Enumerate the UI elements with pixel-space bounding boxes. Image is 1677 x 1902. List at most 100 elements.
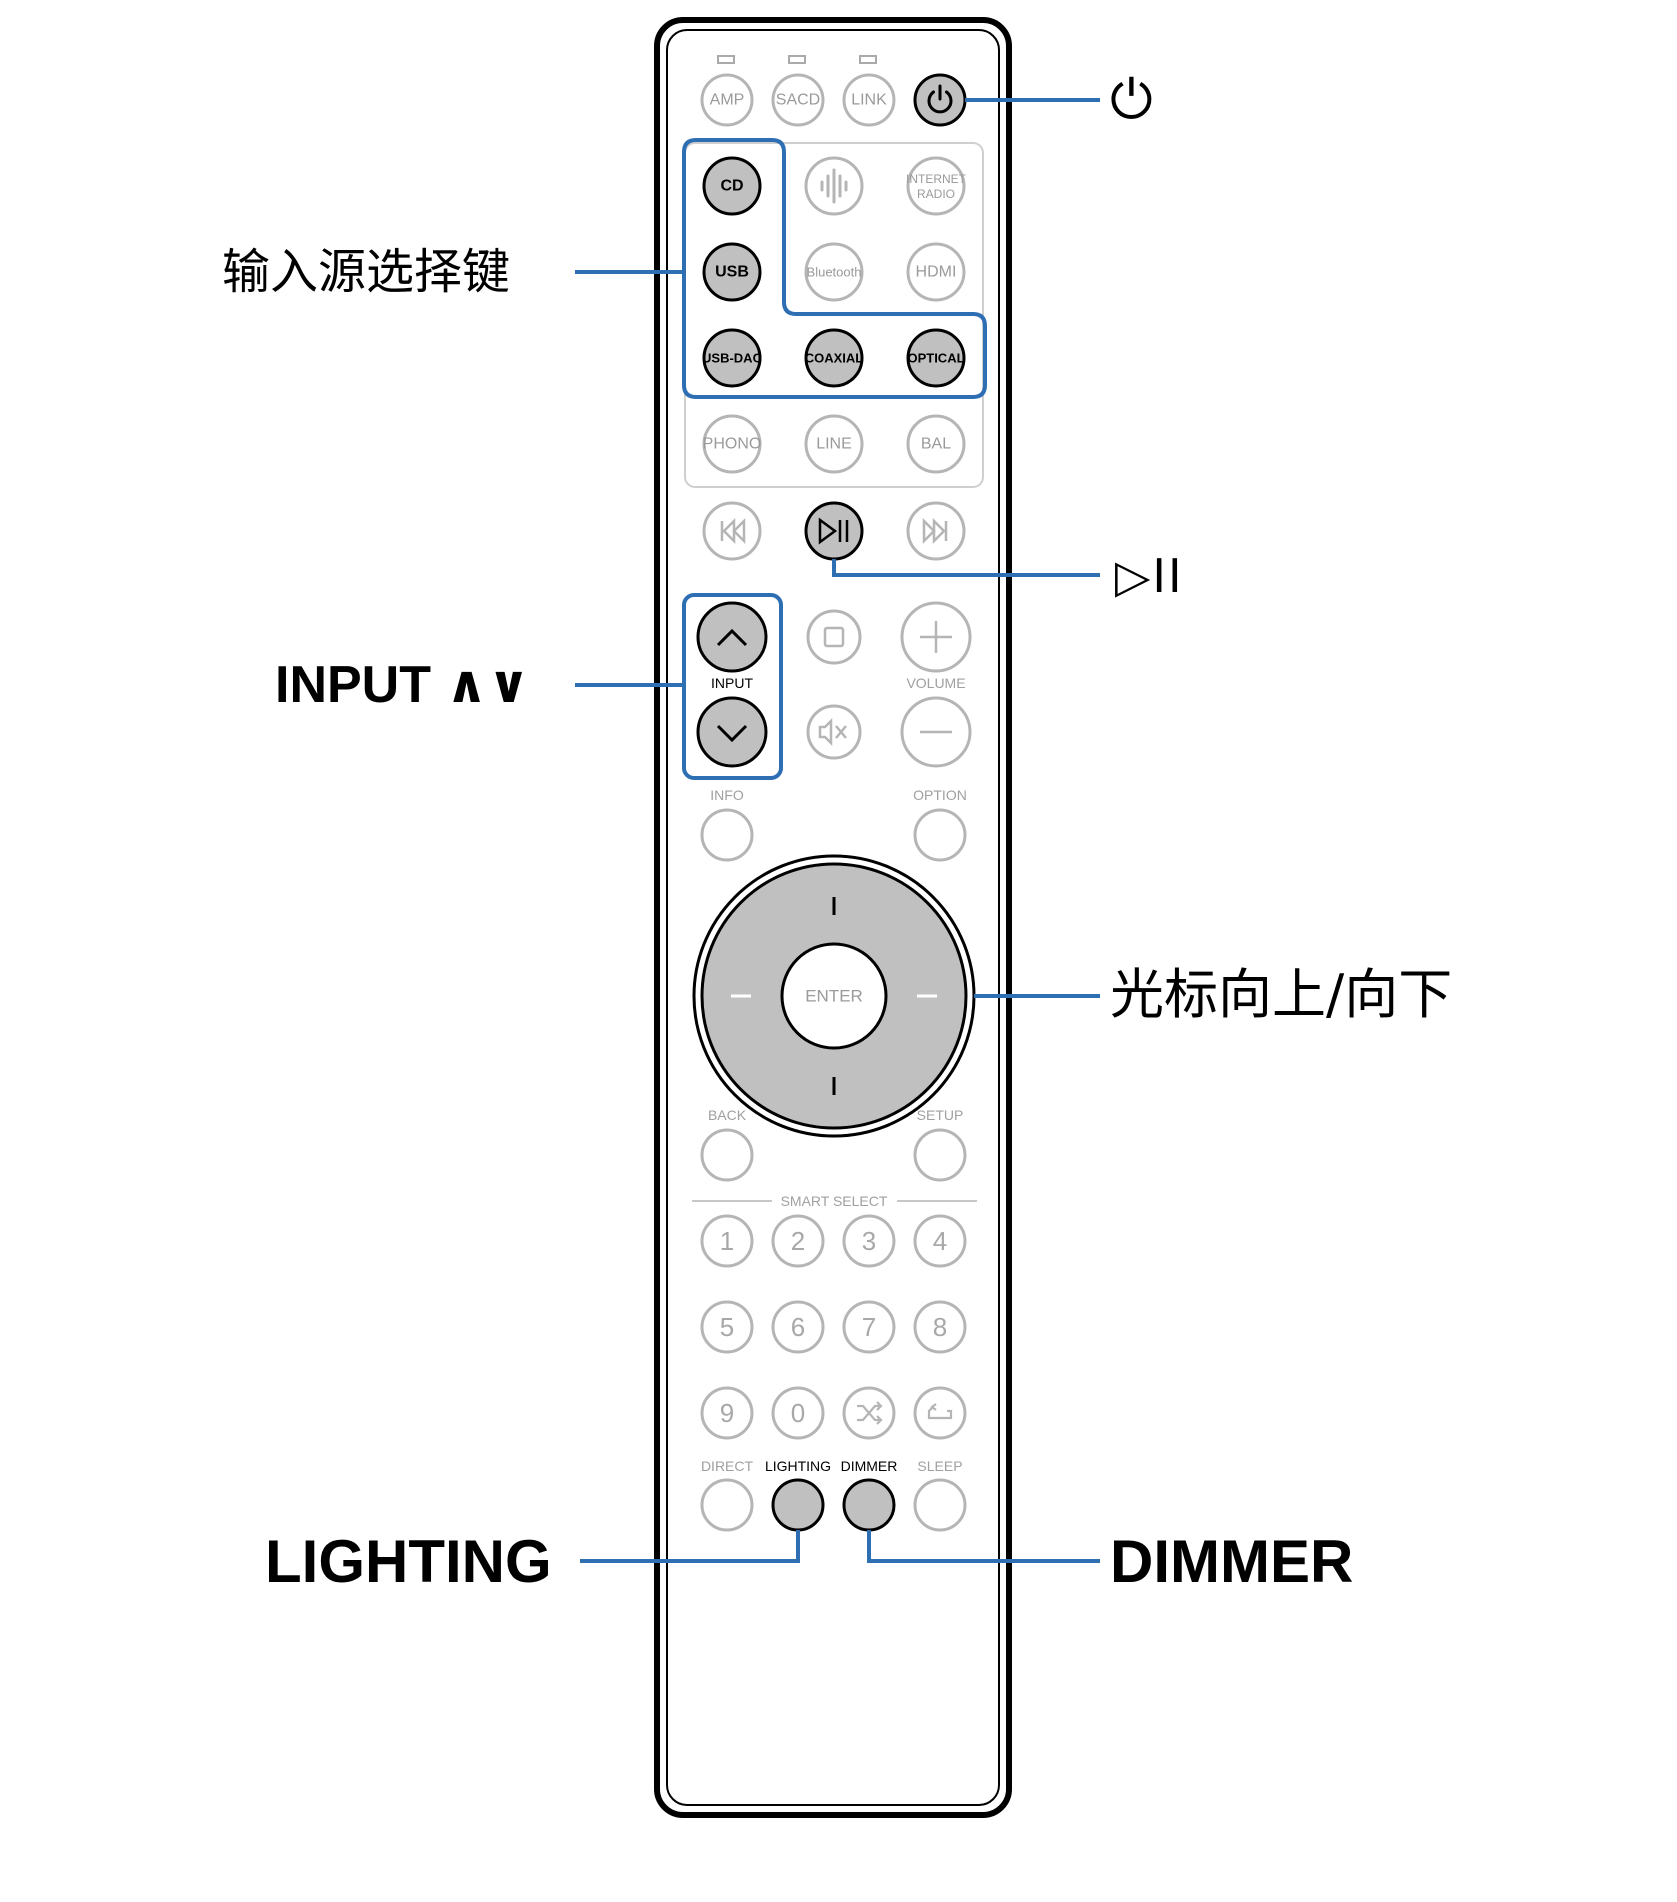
bal-button[interactable]: BAL — [906, 414, 966, 474]
enter-button[interactable]: ENTER — [780, 942, 888, 1050]
input-updown-callout: INPUT ∧∨ — [275, 656, 530, 714]
cd-label: CD — [720, 178, 743, 195]
volume-label: VOLUME — [906, 675, 965, 691]
lighting-button[interactable] — [771, 1478, 825, 1532]
repeat-icon — [927, 1403, 953, 1420]
number-key-label: 5 — [720, 1312, 734, 1342]
smart-select-label: SMART SELECT — [781, 1193, 888, 1209]
number-keys: 1 2 3 4 5 6 7 8 9 0 — [700, 1214, 967, 1440]
direct-label: DIRECT — [701, 1458, 754, 1474]
amp-label: AMP — [710, 92, 745, 109]
power-button[interactable] — [913, 73, 967, 127]
number-key-label: 2 — [791, 1226, 805, 1256]
cursor-callout: 光标向上/向下 — [1110, 963, 1453, 1026]
info-label: INFO — [710, 787, 744, 803]
skip-back-icon — [720, 517, 746, 545]
back-button[interactable] — [700, 1128, 754, 1182]
input-up-button[interactable] — [696, 601, 768, 673]
number-key-label: 1 — [720, 1226, 734, 1256]
source-buttons: CD INTERNET RADIO USB Bluetooth — [702, 156, 967, 474]
link-label: LINK — [851, 92, 887, 109]
bluetooth-label: Bluetooth — [807, 265, 862, 280]
option-button[interactable] — [913, 808, 967, 862]
random-button[interactable] — [842, 1386, 896, 1440]
input-label: INPUT — [711, 675, 753, 691]
number-key-label: 3 — [862, 1226, 876, 1256]
bluetooth-button[interactable]: Bluetooth — [804, 242, 864, 302]
number-key-label: 9 — [720, 1398, 734, 1428]
mute-icon — [818, 717, 847, 747]
sleep-button[interactable] — [913, 1478, 967, 1532]
previous-button[interactable] — [702, 501, 762, 561]
number-key-label: 6 — [791, 1312, 805, 1342]
power-callout: ⏻ — [1110, 68, 1153, 131]
bal-label: BAL — [921, 436, 951, 453]
number-key-0[interactable]: 0 — [771, 1386, 825, 1440]
sacd-button[interactable]: SACD — [771, 73, 825, 127]
direct-button[interactable] — [700, 1478, 754, 1532]
usb-button[interactable]: USB — [702, 242, 762, 302]
play-pause-icon — [818, 517, 849, 545]
number-key-label: 4 — [933, 1226, 947, 1256]
number-key-4[interactable]: 4 — [913, 1214, 967, 1268]
number-key-3[interactable]: 3 — [842, 1214, 896, 1268]
number-key-label: 7 — [862, 1312, 876, 1342]
dimmer-label: DIMMER — [841, 1458, 898, 1474]
source-highlight-outline — [682, 138, 987, 399]
internet-radio-button[interactable]: INTERNET RADIO — [906, 156, 967, 216]
shuffle-icon — [857, 1401, 883, 1425]
number-key-7[interactable]: 7 — [842, 1300, 896, 1354]
dimmer-button[interactable] — [842, 1478, 896, 1532]
usb-dac-button[interactable]: USB-DAC — [702, 328, 763, 388]
number-key-8[interactable]: 8 — [913, 1300, 967, 1354]
stop-button[interactable] — [806, 609, 862, 665]
number-key-2[interactable]: 2 — [771, 1214, 825, 1268]
info-button[interactable] — [700, 808, 754, 862]
optical-button[interactable]: OPTICAL — [906, 328, 966, 388]
volume-up-button[interactable] — [900, 601, 972, 673]
mute-button[interactable] — [806, 704, 862, 760]
number-key-5[interactable]: 5 — [700, 1300, 754, 1354]
cd-button[interactable]: CD — [702, 156, 762, 216]
stop-icon — [823, 626, 845, 648]
play-pause-leader — [832, 559, 1100, 577]
enter-label: ENTER — [805, 987, 863, 1006]
skip-forward-icon — [922, 517, 948, 545]
hdmi-button[interactable]: HDMI — [906, 242, 966, 302]
phono-button[interactable]: PHONO — [702, 414, 762, 474]
internet-radio-label-1: INTERNET — [906, 172, 967, 186]
heos-icon — [820, 168, 848, 204]
next-button[interactable] — [906, 501, 966, 561]
sleep-label: SLEEP — [917, 1458, 962, 1474]
setup-button[interactable] — [913, 1128, 967, 1182]
lighting-leader — [580, 1530, 800, 1563]
optical-label: OPTICAL — [907, 351, 964, 366]
line-button[interactable]: LINE — [804, 414, 864, 474]
line-label: LINE — [816, 436, 852, 453]
amp-button[interactable]: AMP — [700, 73, 754, 127]
volume-down-button[interactable] — [900, 696, 972, 768]
hdmi-label: HDMI — [916, 264, 957, 281]
input-down-button[interactable] — [696, 696, 768, 768]
number-key-6[interactable]: 6 — [771, 1300, 825, 1354]
cursor-pad: ENTER — [692, 854, 976, 1138]
phono-label: PHONO — [703, 436, 762, 453]
chevron-up-icon — [716, 628, 748, 647]
link-button[interactable]: LINK — [842, 73, 896, 127]
dimmer-callout: DIMMER — [1110, 1528, 1354, 1595]
internet-radio-label-2: RADIO — [917, 187, 955, 201]
sacd-label: SACD — [776, 92, 820, 109]
chevron-down-icon — [716, 724, 748, 743]
dimmer-leader — [867, 1530, 1100, 1563]
setup-label: SETUP — [917, 1107, 964, 1123]
play-pause-button[interactable] — [804, 501, 864, 561]
top-row: AMP SACD LINK — [700, 73, 967, 127]
lighting-label: LIGHTING — [765, 1458, 831, 1474]
coaxial-button[interactable]: COAXIAL — [804, 328, 864, 388]
number-key-1[interactable]: 1 — [700, 1214, 754, 1268]
heos-button[interactable] — [804, 156, 864, 216]
number-key-9[interactable]: 9 — [700, 1386, 754, 1440]
repeat-button[interactable] — [913, 1386, 967, 1440]
